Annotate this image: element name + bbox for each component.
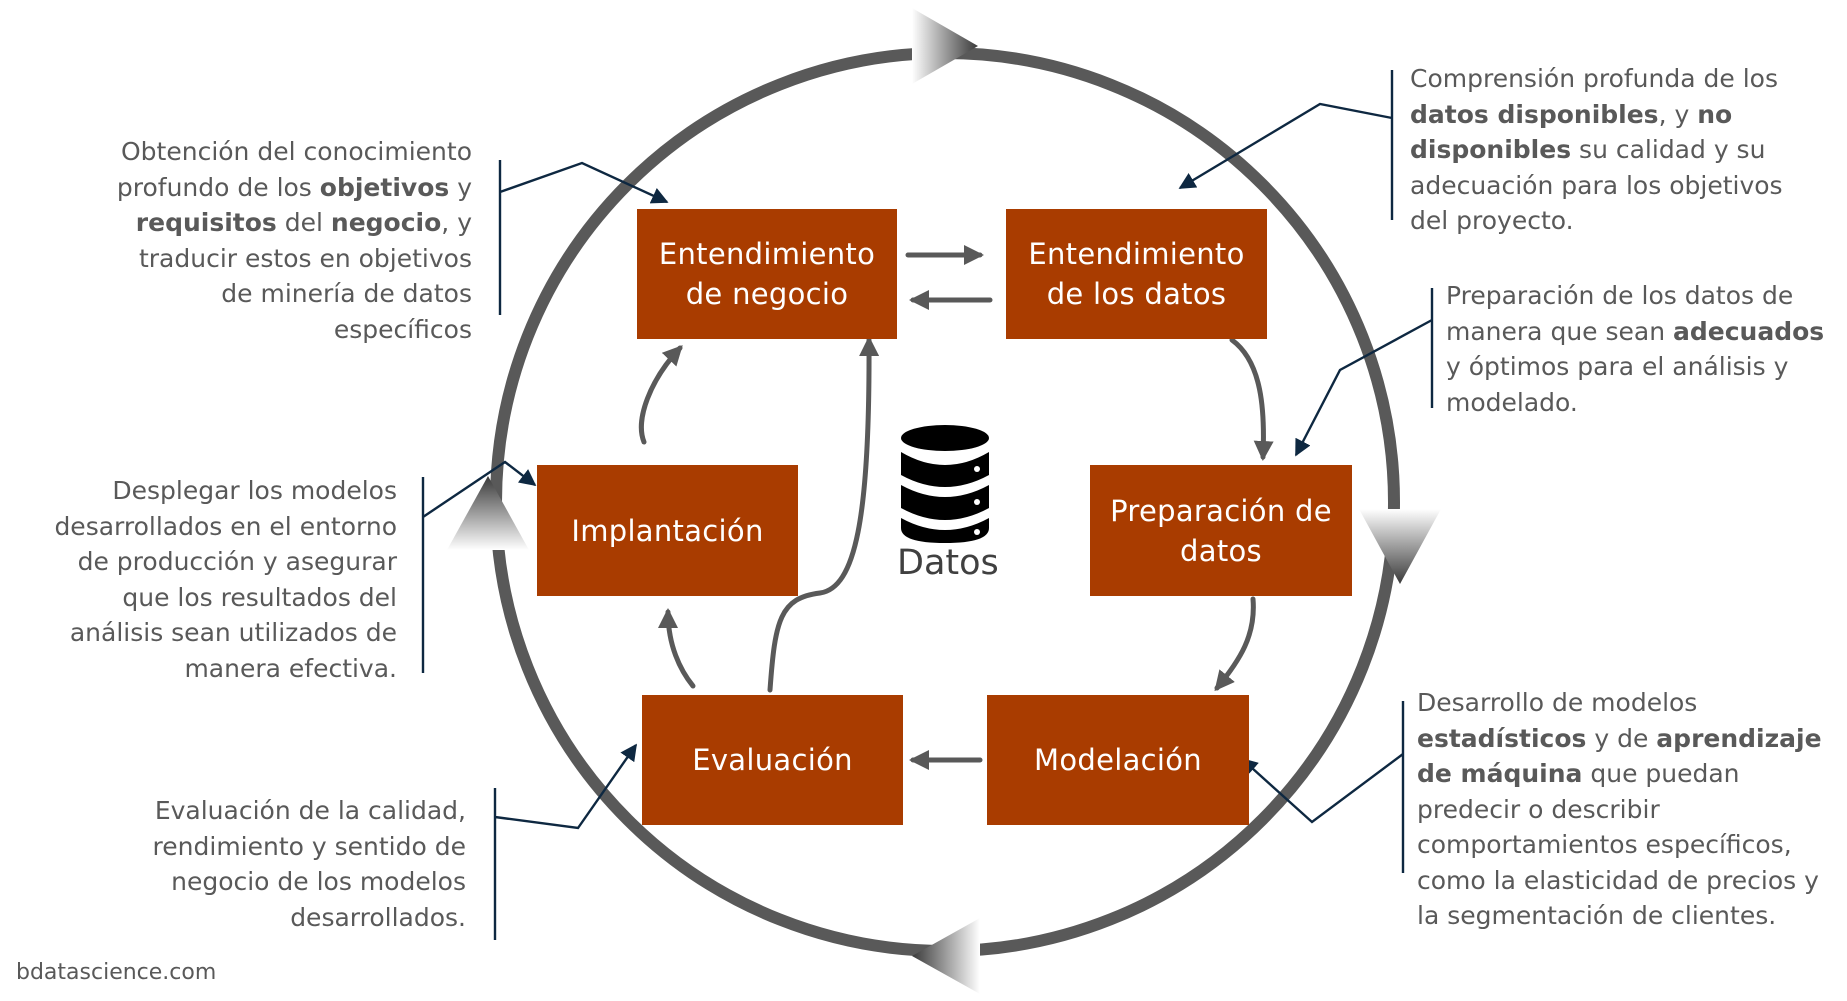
flow-arrow-deploy-to-business <box>638 345 683 445</box>
note-model: Desarrollo de modelos estadísticos y de … <box>1417 688 1822 930</box>
flow-arrow-prep-to-model <box>1214 596 1256 692</box>
ring-arrow-left <box>447 476 529 550</box>
database-label: Datos <box>897 543 999 583</box>
phase-business-understanding: Entendimiento de negocio <box>637 209 897 339</box>
connector-eval <box>493 745 636 940</box>
ring-arrow-top <box>912 8 978 84</box>
connector-business <box>498 160 667 315</box>
footer-url: bdatascience.com <box>16 960 217 985</box>
phase-data-understanding: Entendimiento de los datos <box>1006 209 1267 339</box>
phase-deployment: Implantación <box>537 465 798 596</box>
connector-data <box>1180 70 1394 220</box>
phase-eval-label: Evaluación <box>692 743 853 777</box>
flow-arrow-data-to-prep <box>1229 337 1274 461</box>
ring-arrow-bottom <box>912 918 980 994</box>
note-prep: Preparación de los datos de manera que s… <box>1446 281 1825 417</box>
note-data: Comprensión profunda de los datos dispon… <box>1410 64 1783 235</box>
flow-arrow-eval-to-deploy <box>658 608 696 689</box>
connector-prep <box>1296 288 1434 455</box>
note-deploy: Desplegar los modelos desarrollados en e… <box>54 476 397 683</box>
phase-deploy-label: Implantación <box>571 513 764 548</box>
database-icon <box>901 425 989 543</box>
connector-deploy <box>421 460 535 673</box>
phase-evaluation: Evaluación <box>642 695 903 825</box>
phase-modeling: Modelación <box>987 695 1249 825</box>
phase-business-label: Entendimiento de negocio <box>658 237 876 311</box>
note-business: Obtención del conocimiento profundo de l… <box>116 137 472 344</box>
phase-data-label: Entendimiento de los datos <box>1028 237 1245 311</box>
connector-model <box>1242 701 1405 873</box>
phase-prep-label: Preparación de datos <box>1110 493 1332 568</box>
flow-arrow-eval-to-business <box>767 336 880 693</box>
ring-arrow-right <box>1359 509 1441 584</box>
note-eval: Evaluación de la calidad, rendimiento y … <box>152 796 466 932</box>
phase-model-label: Modelación <box>1034 743 1202 777</box>
phase-data-preparation: Preparación de datos <box>1090 465 1352 596</box>
